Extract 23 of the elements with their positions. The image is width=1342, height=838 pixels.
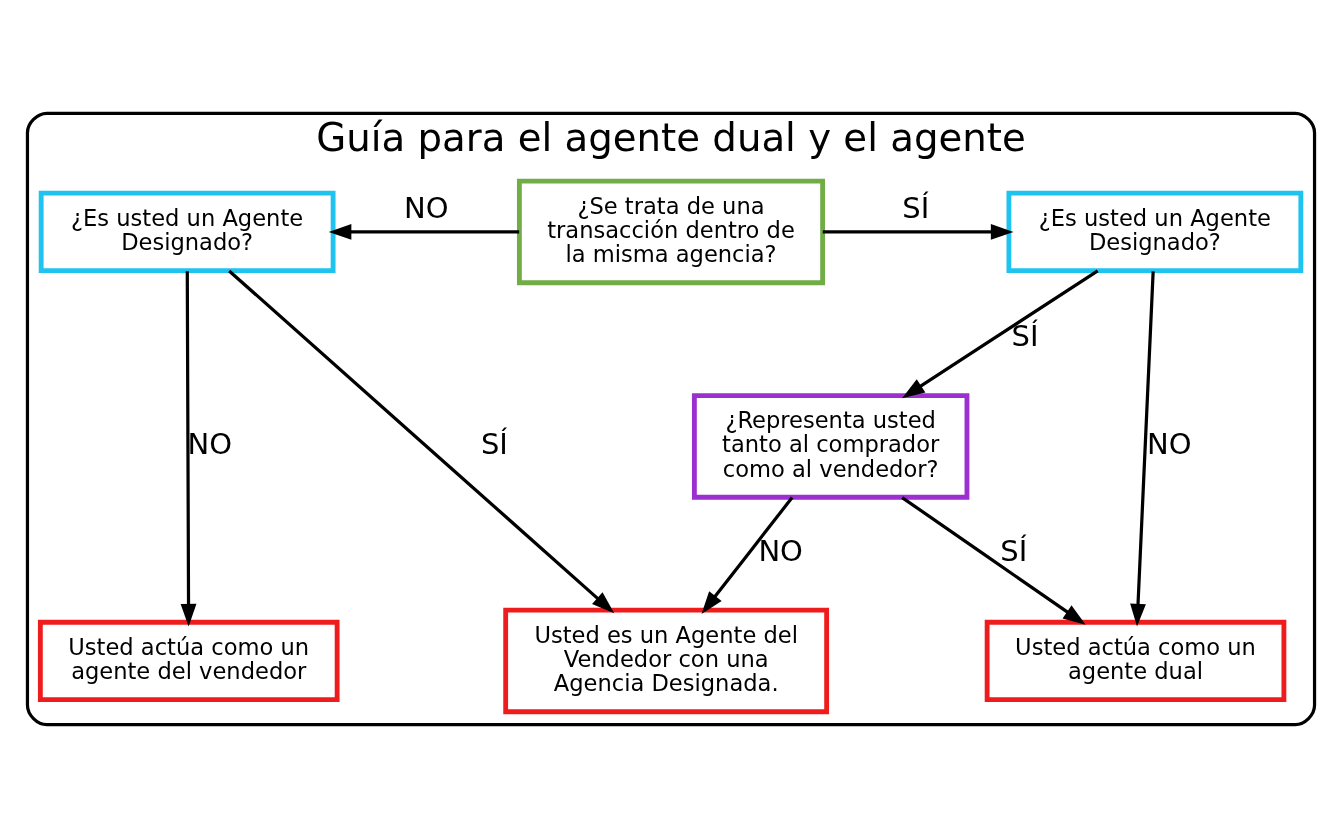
edge-label: SÍ (480, 426, 508, 461)
node-box: Usted actúa como un agente del vendedor (37, 619, 340, 703)
arrow (822, 224, 1014, 240)
edge-label: SÍ (902, 191, 930, 226)
arrow (180, 271, 197, 627)
node-box: ¿Representa usted tanto al comprador como al vendedor? (691, 393, 970, 500)
edge-label: NO (187, 426, 232, 461)
arrow (1130, 271, 1155, 627)
node-box: Usted es un Agente del Vendedor con una Agencia Designada. (503, 607, 830, 715)
arrow (228, 269, 615, 614)
arrow (328, 224, 520, 240)
edge-label: NO (758, 533, 803, 568)
edge-label: NO (403, 191, 449, 226)
node-box: ¿Se trata de una transacción dentro de la misma agencia? (516, 178, 826, 286)
edge-label: SÍ (1000, 533, 1028, 568)
arrow (901, 496, 1086, 625)
arrow (701, 496, 794, 614)
edge-label: SÍ (1011, 319, 1039, 354)
node-box: ¿Es usted un Agente Designado? (1006, 190, 1304, 274)
edge-label: NO (1147, 426, 1192, 461)
node-box: Usted actúa como un agente dual (984, 619, 1287, 703)
arrow (902, 269, 1099, 399)
node-box: ¿Es usted un Agente Designado? (38, 190, 336, 274)
